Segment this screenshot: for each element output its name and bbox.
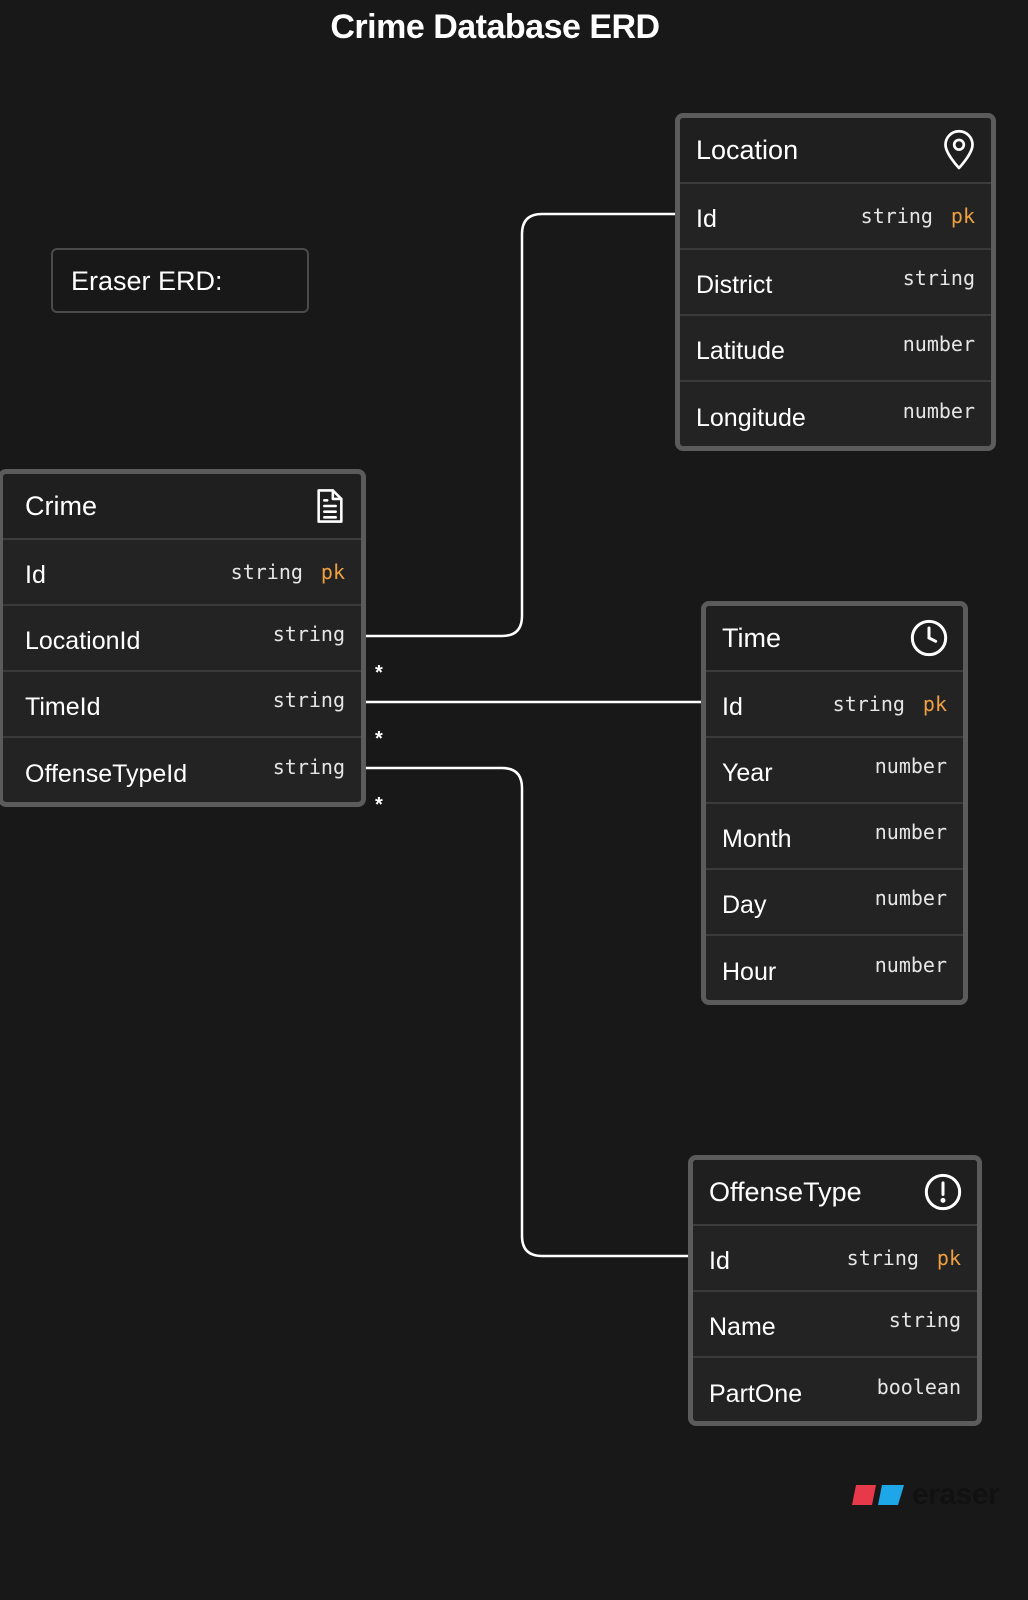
field-row[interactable]: District string <box>680 250 991 316</box>
entity-header[interactable]: OffenseType <box>693 1160 977 1226</box>
field-row[interactable]: Month number <box>706 804 963 870</box>
field-row[interactable]: Id string pk <box>3 540 361 606</box>
field-type: string <box>902 266 975 290</box>
field-row[interactable]: TimeId string <box>3 672 361 738</box>
field-type: number <box>874 820 947 844</box>
field-type: number <box>902 399 975 423</box>
entity-time[interactable]: Time Id string pk Year number Month numbe… <box>701 601 968 1005</box>
eraser-logo: eraser <box>850 1478 1000 1512</box>
entity-offense-type[interactable]: OffenseType Id string pk Name string Part… <box>688 1155 982 1426</box>
field-name: Longitude <box>696 403 806 432</box>
entity-header[interactable]: Location <box>680 118 991 184</box>
document-icon <box>313 486 347 526</box>
field-type: string <box>272 688 345 712</box>
link-crime-location <box>357 212 682 638</box>
pk-badge: pk <box>950 204 975 228</box>
eraser-logo-text: eraser <box>912 1478 1000 1511</box>
field-row[interactable]: Year number <box>706 738 963 804</box>
pk-badge: pk <box>320 560 345 584</box>
field-row[interactable]: PartOne boolean <box>693 1358 977 1421</box>
field-row[interactable]: Id string pk <box>706 672 963 738</box>
field-type: number <box>874 953 947 977</box>
field-type: number <box>874 754 947 778</box>
field-name: Month <box>722 824 792 853</box>
field-name: Id <box>722 692 743 721</box>
field-row[interactable]: Id string pk <box>680 184 991 250</box>
map-pin-icon <box>941 129 977 171</box>
entity-name: Location <box>696 134 799 165</box>
field-name: Hour <box>722 957 777 986</box>
field-name: Id <box>709 1246 730 1275</box>
field-name: District <box>696 270 773 299</box>
field-row[interactable]: Day number <box>706 870 963 936</box>
field-type: string <box>846 1246 919 1270</box>
field-name: OffenseTypeId <box>25 759 188 788</box>
field-type: boolean <box>876 1375 961 1399</box>
alert-circle-icon <box>923 1172 963 1212</box>
field-name: Latitude <box>696 336 785 365</box>
pk-badge: pk <box>922 692 947 716</box>
field-type: string <box>860 204 933 228</box>
field-type: number <box>902 332 975 356</box>
field-row[interactable]: Longitude number <box>680 382 991 446</box>
field-type: string <box>230 560 303 584</box>
field-type: string <box>888 1308 961 1332</box>
field-row[interactable]: Latitude number <box>680 316 991 382</box>
diagram-title: Crime Database ERD <box>330 8 660 46</box>
field-type: number <box>874 886 947 910</box>
field-row[interactable]: OffenseTypeId string <box>3 738 361 802</box>
field-row[interactable]: LocationId string <box>3 606 361 672</box>
cardinality-label: * <box>375 728 383 750</box>
field-name: PartOne <box>709 1379 803 1408</box>
pk-badge: pk <box>936 1246 961 1270</box>
field-row[interactable]: Name string <box>693 1292 977 1358</box>
entity-location[interactable]: Location Id string pk District string Lat… <box>675 113 996 451</box>
field-name: Name <box>709 1312 776 1341</box>
field-name: TimeId <box>25 692 101 721</box>
field-type: string <box>272 622 345 646</box>
entity-header[interactable]: Crime <box>3 474 361 540</box>
note-box[interactable]: Eraser ERD: <box>51 248 309 313</box>
field-type: string <box>272 755 345 779</box>
entity-crime[interactable]: Crime Id string pk LocationId string Time… <box>0 469 366 807</box>
field-name: Day <box>722 890 767 919</box>
field-row[interactable]: Id string pk <box>693 1226 977 1292</box>
field-name: Id <box>25 560 46 589</box>
field-name: Id <box>696 204 717 233</box>
link-crime-offense <box>357 766 695 1258</box>
field-row[interactable]: Hour number <box>706 936 963 1000</box>
clock-icon <box>909 618 949 658</box>
field-name: LocationId <box>25 626 141 655</box>
cardinality-label: * <box>375 794 383 816</box>
field-type: string <box>832 692 905 716</box>
entity-name: OffenseType <box>709 1176 862 1207</box>
field-name: Year <box>722 758 773 787</box>
cardinality-label: * <box>375 662 383 684</box>
eraser-logo-icon <box>852 1485 904 1505</box>
entity-name: Time <box>722 622 781 653</box>
entity-header[interactable]: Time <box>706 606 963 672</box>
entity-name: Crime <box>25 490 97 521</box>
